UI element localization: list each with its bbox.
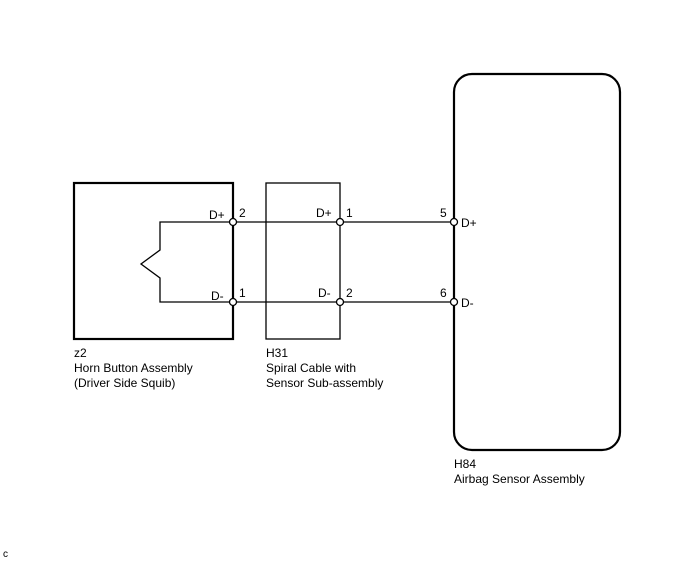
spiral-top-num: 1 — [346, 206, 353, 220]
pin-spiral-bottom — [335, 297, 345, 307]
horn-name-line1: Horn Button Assembly — [74, 361, 193, 375]
horn-button-box — [72, 181, 235, 341]
horn-top-signal: D+ — [209, 208, 225, 222]
squib-symbol — [139, 221, 233, 303]
airbag-top-num: 5 — [440, 206, 447, 220]
horn-name-line2: (Driver Side Squib) — [74, 376, 175, 390]
footer-code: c — [3, 549, 8, 560]
spiral-code: H31 — [266, 346, 288, 360]
pin-airbag-top — [449, 217, 459, 227]
pin-horn-bottom — [228, 297, 238, 307]
spiral-name-line1: Spiral Cable with — [266, 361, 356, 375]
spiral-name-line2: Sensor Sub-assembly — [266, 376, 383, 390]
airbag-bottom-signal: D- — [461, 296, 474, 310]
spiral-bottom-signal: D- — [318, 286, 331, 300]
horn-code: z2 — [74, 346, 87, 360]
pin-horn-top — [228, 217, 238, 227]
spiral-bottom-num: 2 — [346, 286, 353, 300]
spiral-top-signal: D+ — [316, 206, 332, 220]
airbag-code: H84 — [454, 457, 476, 471]
airbag-bottom-num: 6 — [440, 286, 447, 300]
airbag-name-line1: Airbag Sensor Assembly — [454, 472, 585, 486]
horn-bottom-signal: D- — [211, 289, 224, 303]
airbag-top-signal: D+ — [461, 216, 477, 230]
horn-top-num: 2 — [239, 206, 246, 220]
pin-airbag-bottom — [449, 297, 459, 307]
horn-bottom-num: 1 — [239, 286, 246, 300]
airbag-sensor-box — [452, 72, 622, 452]
pin-spiral-top — [335, 217, 345, 227]
spiral-cable-box — [265, 182, 341, 340]
